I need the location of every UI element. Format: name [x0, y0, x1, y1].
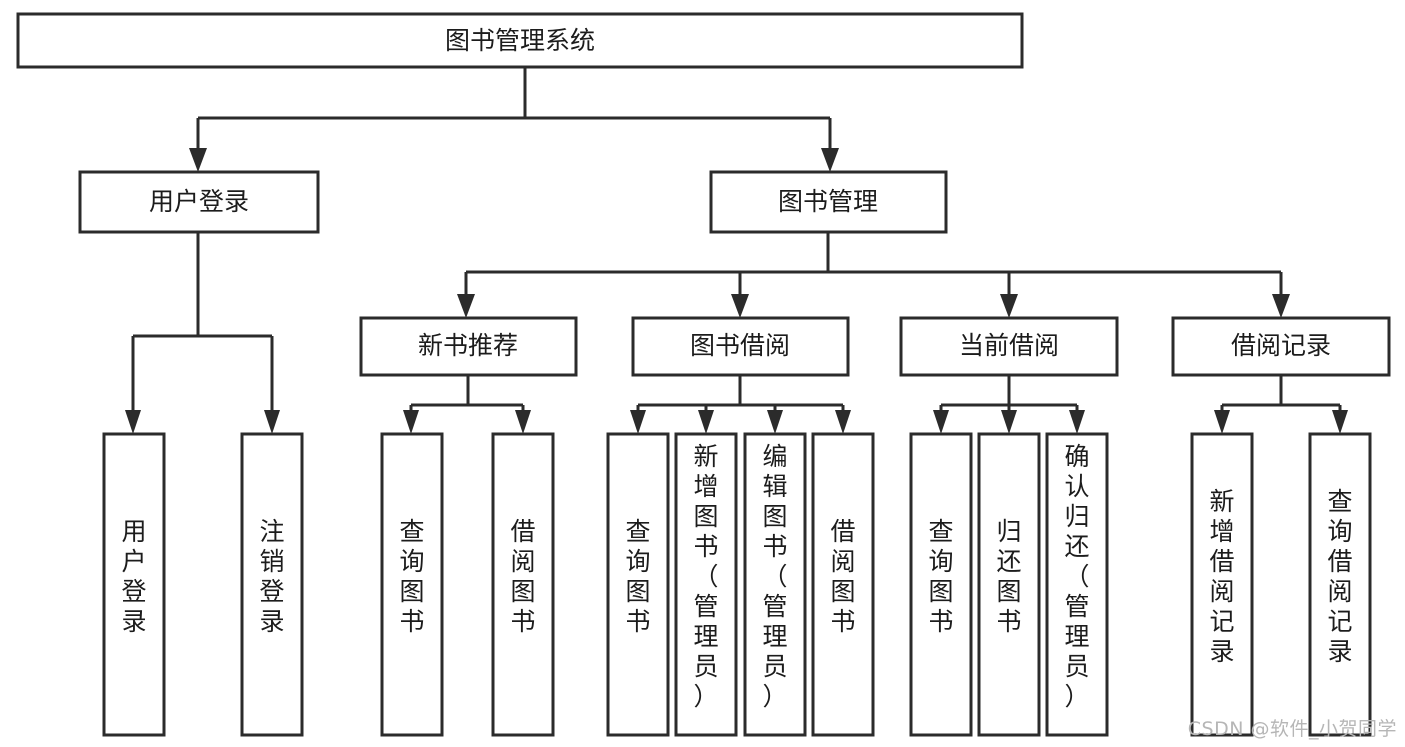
arrow-head-bookmgmt [821, 148, 839, 172]
node-leaf-borrow-book-2-box[interactable] [811, 432, 875, 737]
arrow-head-leaf-return-book [1001, 410, 1017, 434]
node-newbook-box[interactable] [359, 316, 578, 377]
node-leaf-query-book-3-label: 查询图书 [928, 517, 953, 636]
arrow-head-login [189, 148, 207, 172]
arrow-head-leaf-query-record [1332, 410, 1348, 434]
node-leaf-query-record-label: 查询借阅记录 [1327, 487, 1352, 666]
node-leaf-confirm-return-box[interactable] [1045, 432, 1109, 737]
node-leaf-borrow-book-2[interactable]: 借阅图书 [811, 432, 875, 737]
node-leaf-query-book-1-box[interactable] [380, 432, 444, 737]
connector-record-to-leaves [1214, 375, 1348, 434]
arrow-head-newbook [457, 294, 475, 318]
connector-bookmgmt-to-level2 [457, 232, 1290, 318]
node-leaf-logout[interactable]: 注销登录 [240, 432, 304, 737]
node-root-box[interactable] [16, 12, 1024, 69]
node-leaf-query-book-3[interactable]: 查询图书 [909, 432, 973, 737]
node-leaf-add-book[interactable]: 新增图书（管理员） [674, 432, 738, 737]
node-bookmgmt-box[interactable] [709, 170, 948, 234]
node-newbook[interactable]: 新书推荐 [359, 316, 578, 377]
connector-root-to-level1 [189, 67, 839, 172]
arrow-head-leaf-confirm-return [1069, 410, 1085, 434]
arrow-head-leaf-edit-book [767, 410, 783, 434]
arrow-head-current [1000, 294, 1018, 318]
node-record[interactable]: 借阅记录 [1171, 316, 1391, 377]
node-leaf-add-record[interactable]: 新增借阅记录 [1190, 432, 1254, 737]
connector-newbook-to-leaves [403, 375, 531, 434]
node-leaf-borrow-book-1[interactable]: 借阅图书 [491, 432, 555, 737]
arrow-head-leaf-add-book [698, 410, 714, 434]
node-leaf-query-book-2[interactable]: 查询图书 [606, 432, 670, 737]
connector-current-to-leaves [933, 375, 1085, 434]
connector-login-to-leaves [125, 232, 280, 434]
arrow-head-leaf-add-record [1214, 410, 1230, 434]
node-borrow[interactable]: 图书借阅 [631, 316, 850, 377]
node-bookmgmt-label: 图书管理 [778, 187, 878, 216]
node-leaf-logout-box[interactable] [240, 432, 304, 737]
node-leaf-logout-label: 注销登录 [259, 517, 284, 636]
node-login-box[interactable] [78, 170, 320, 234]
node-root-label: 图书管理系统 [445, 26, 595, 55]
arrow-head-leaf-query-book-3 [933, 410, 949, 434]
node-leaf-return-book-box[interactable] [977, 432, 1041, 737]
arrow-head-leaf-logout [264, 410, 280, 434]
node-leaf-query-book-2-box[interactable] [606, 432, 670, 737]
node-current-label: 当前借阅 [959, 331, 1059, 360]
node-leaf-query-record-box[interactable] [1308, 432, 1372, 737]
node-leaf-edit-book-box[interactable] [743, 432, 807, 737]
node-borrow-box[interactable] [631, 316, 850, 377]
node-leaf-borrow-book-1-box[interactable] [491, 432, 555, 737]
node-root[interactable]: 图书管理系统 [16, 12, 1024, 69]
node-leaf-query-record[interactable]: 查询借阅记录 [1308, 432, 1372, 737]
node-leaf-confirm-return[interactable]: 确认归还（管理员） [1045, 432, 1109, 737]
node-leaf-query-book-2-label: 查询图书 [625, 517, 650, 636]
node-leaf-edit-book[interactable]: 编辑图书（管理员） [743, 432, 807, 737]
node-current[interactable]: 当前借阅 [899, 316, 1119, 377]
node-leaf-user-login[interactable]: 用户登录 [102, 432, 166, 737]
node-leaf-confirm-return-label: 确认归还（管理员） [1064, 442, 1089, 711]
node-leaf-edit-book-label: 编辑图书（管理员） [762, 442, 787, 711]
node-record-box[interactable] [1171, 316, 1391, 377]
arrow-head-leaf-query-book-1 [403, 410, 419, 434]
node-bookmgmt[interactable]: 图书管理 [709, 170, 948, 234]
node-leaf-query-book-3-box[interactable] [909, 432, 973, 737]
node-leaf-query-book-1-label: 查询图书 [399, 517, 424, 636]
node-record-label: 借阅记录 [1231, 331, 1331, 360]
arrow-head-leaf-borrow-book-1 [515, 410, 531, 434]
node-login-label: 用户登录 [149, 187, 249, 216]
node-current-box[interactable] [899, 316, 1119, 377]
node-leaf-return-book-label: 归还图书 [996, 517, 1021, 636]
node-newbook-label: 新书推荐 [418, 331, 518, 360]
node-leaf-user-login-box[interactable] [102, 432, 166, 737]
node-leaf-add-record-box[interactable] [1190, 432, 1254, 737]
arrow-head-leaf-query-book-2 [630, 410, 646, 434]
csdn-watermark: CSDN @软件_小贺同学 [1187, 718, 1397, 740]
node-leaf-add-record-label: 新增借阅记录 [1209, 487, 1234, 666]
node-borrow-label: 图书借阅 [690, 331, 790, 360]
connector-borrow-to-leaves [630, 375, 851, 434]
node-leaf-add-book-box[interactable] [674, 432, 738, 737]
arrow-head-record [1272, 294, 1290, 318]
node-leaf-return-book[interactable]: 归还图书 [977, 432, 1041, 737]
node-leaf-add-book-label: 新增图书（管理员） [693, 442, 718, 711]
node-leaf-query-book-1[interactable]: 查询图书 [380, 432, 444, 737]
arrow-head-leaf-user-login [125, 410, 141, 434]
arrow-head-leaf-borrow-book-2 [835, 410, 851, 434]
arrow-head-borrow [731, 294, 749, 318]
node-login[interactable]: 用户登录 [78, 170, 320, 234]
node-leaf-borrow-book-1-label: 借阅图书 [510, 517, 535, 636]
node-leaf-borrow-book-2-label: 借阅图书 [830, 517, 855, 636]
node-leaf-user-login-label: 用户登录 [121, 517, 146, 636]
